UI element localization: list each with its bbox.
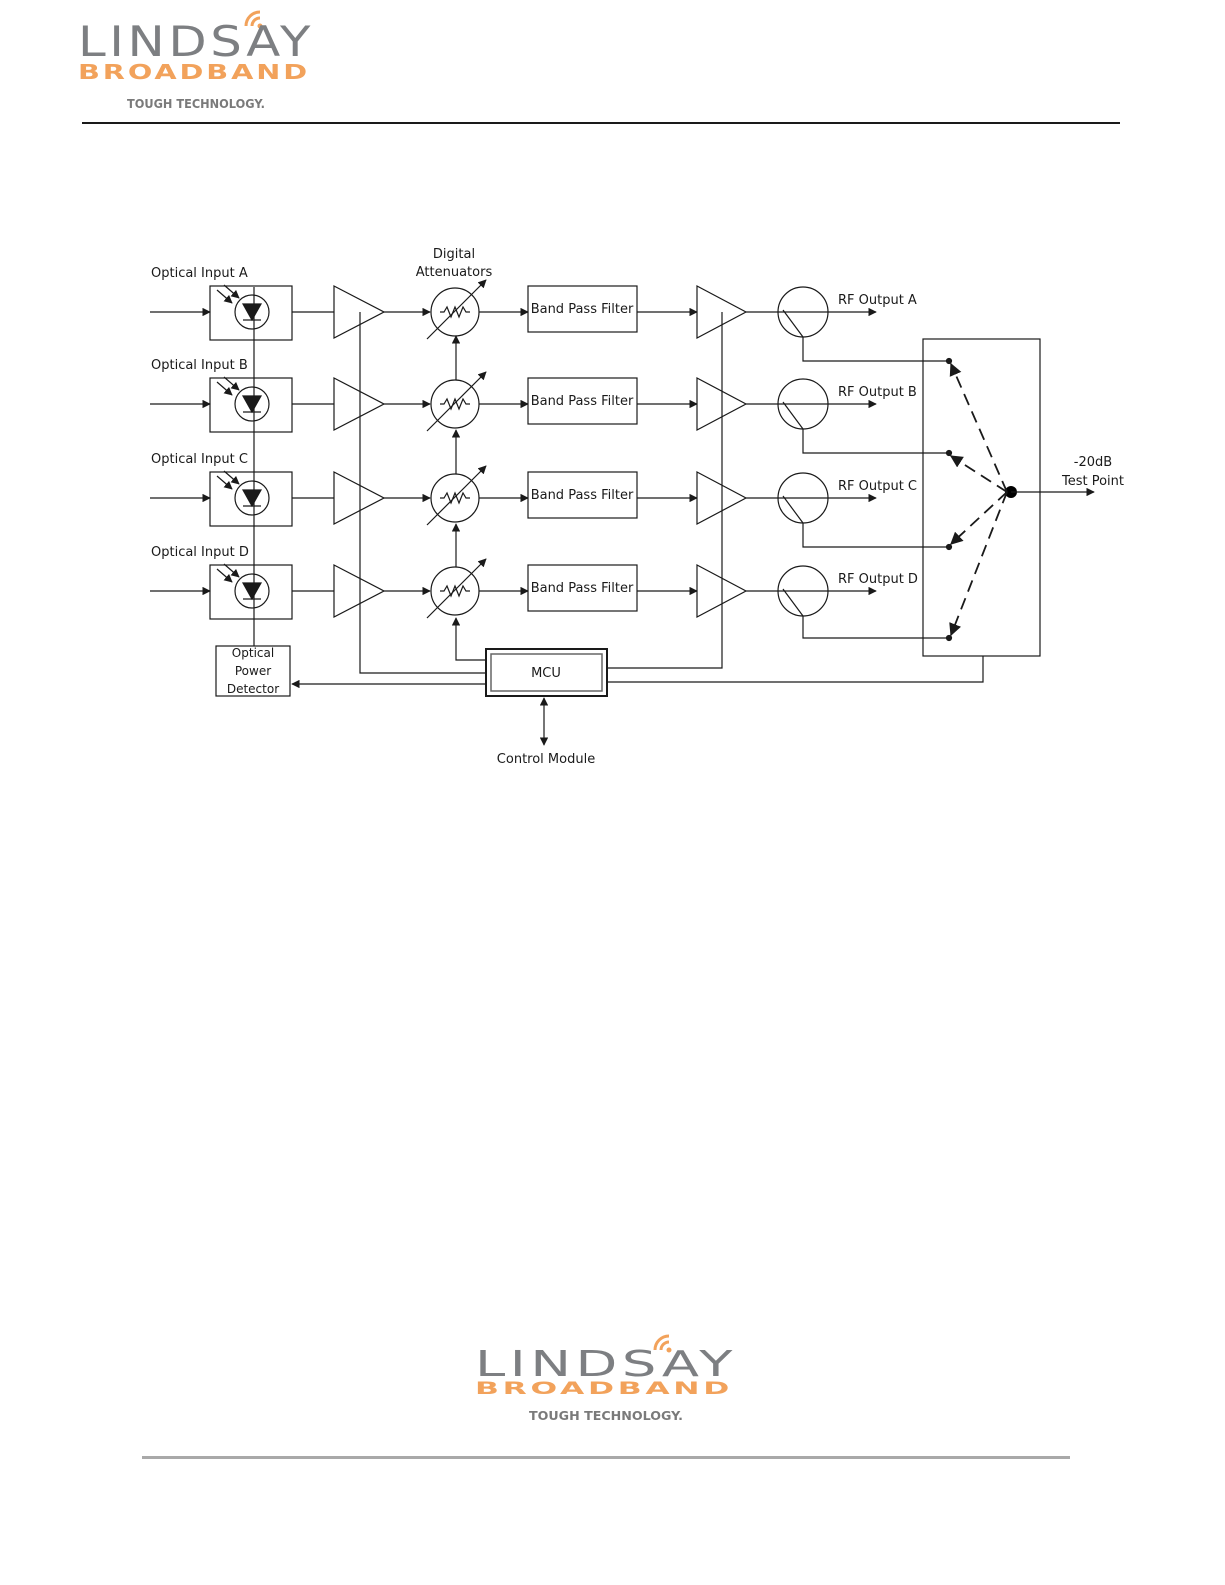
footer-logo-tagline: TOUGH TECHNOLOGY. [529,1409,683,1423]
variable-arrow-c [426,465,487,526]
attenuator-control-line [451,617,486,661]
band-pass-filter-box-d [527,564,638,612]
light-arrow-1-c [216,475,233,490]
amplifier-1-c [333,471,386,525]
rf-output-label-b: RF Output B [838,385,917,400]
photodiode-box-b [209,377,293,433]
band-pass-filter-box-a [527,285,638,333]
amplifier-1-d [333,564,386,618]
coupler-tap-b [782,401,804,430]
switch-pin-c [945,543,953,551]
diode-triangle-a [241,303,263,322]
digital-attenuator-a [430,287,480,337]
switch-pin-a [945,357,953,365]
optical-power-detector-line1: Optical [232,646,274,660]
test-point-label-line1: -20dB [1074,455,1112,470]
band-pass-filter-label-b: Band Pass Filter [531,394,634,409]
rf-output-label-d: RF Output D [838,572,918,587]
variable-arrow-d [426,558,487,619]
mcu-label: MCU [531,666,561,681]
resistor-symbol-b [440,397,470,411]
tap-to-switch-line-b [802,429,949,454]
band-pass-filter-label-a: Band Pass Filter [531,302,634,317]
tap-to-switch-line-d [802,616,949,639]
logo-signal-icon [244,10,263,29]
optical-input-label-b: Optical Input B [151,358,248,373]
light-arrow-1-a [216,289,233,304]
band-pass-filter-box-b [527,377,638,425]
optical-power-detector-box [215,645,291,697]
photodiode-icon-c [234,480,270,516]
light-arrow-1-d [216,568,233,583]
photodiode-box-c [209,471,293,527]
photodiode-box-d [209,564,293,620]
switch-path-d [949,491,1008,637]
switch-path-a [949,362,1008,493]
digital-attenuator-b [430,379,480,429]
coupler-tap-d [782,588,804,617]
footer-logo-name-bottom: BROADBAND [475,1379,733,1399]
test-point-label-line2: Test Point [1061,474,1124,489]
amp2-bus-line [606,312,723,669]
photodiode-icon-b [234,386,270,422]
variable-arrow-a [426,279,487,340]
resistor-symbol-d [440,584,470,598]
band-pass-filter-box-c [527,471,638,519]
band-pass-filter-label-c: Band Pass Filter [531,488,634,503]
light-arrow-1-b [216,381,233,396]
amplifier-1-a [333,285,386,339]
block-diagram: Digital Attenuators Optical Input A Band … [150,247,1124,767]
switch-path-c [950,491,1008,545]
switch-path-b [949,455,1008,493]
digital-attenuators-label-line2: Attenuators [416,265,493,280]
mcu-to-switch-line [606,656,984,683]
optical-power-detector-line2: Power [235,664,271,678]
rf-output-label-c: RF Output C [838,479,917,494]
amp1-bus-line [359,312,486,674]
header-divider [82,122,1120,124]
footer-logo-name-top: LINDSAY [475,1344,737,1385]
digital-attenuators-label-line1: Digital [433,247,475,262]
logo-tagline: TOUGH TECHNOLOGY. [127,97,265,111]
footer-divider [142,1456,1070,1459]
photodiode-icon-d [234,573,270,609]
optical-input-label-a: Optical Input A [151,266,248,281]
variable-arrow-b [426,371,487,432]
band-pass-filter-label-d: Band Pass Filter [531,581,634,596]
resistor-symbol-a [440,305,470,319]
tap-to-switch-line-a [802,337,949,362]
light-arrow-2-c [223,470,240,485]
mcu-box-inner [490,653,603,692]
coupler-tap-c [782,495,804,524]
optical-power-detector-line3: Detector [227,682,279,696]
footer-logo-signal-icon [653,1334,672,1353]
diode-triangle-b [241,395,263,414]
photodiode-box-a [209,285,293,341]
rf-output-label-a: RF Output A [838,293,917,308]
resistor-symbol-c [440,491,470,505]
digital-attenuator-d [430,566,480,616]
amplifier-1-b [333,377,386,431]
photodiode-icon-a [234,294,270,330]
light-arrow-2-d [223,563,240,578]
header-logo: LINDSAY BROADBAND TOUGH TECHNOLOGY. [76,6,326,116]
light-arrow-2-b [223,376,240,391]
coupler-tap-a [782,309,804,338]
optical-input-label-d: Optical Input D [151,545,249,560]
footer-logo: LINDSAY BROADBAND TOUGH TECHNOLOGY. [473,1330,743,1428]
light-arrow-2-a [223,284,240,299]
switch-pin-d [945,634,953,642]
logo-name-bottom: BROADBAND [78,60,310,84]
optical-input-label-c: Optical Input C [151,452,248,467]
logo-name-top: LINDSAY [78,17,314,66]
switch-pin-b [945,449,953,457]
control-module-label: Control Module [497,752,595,767]
diode-triangle-d [241,582,263,601]
digital-attenuator-c [430,473,480,523]
tap-to-switch-line-c [802,523,949,548]
test-point-switch-box [922,338,1041,657]
diode-triangle-c [241,489,263,508]
